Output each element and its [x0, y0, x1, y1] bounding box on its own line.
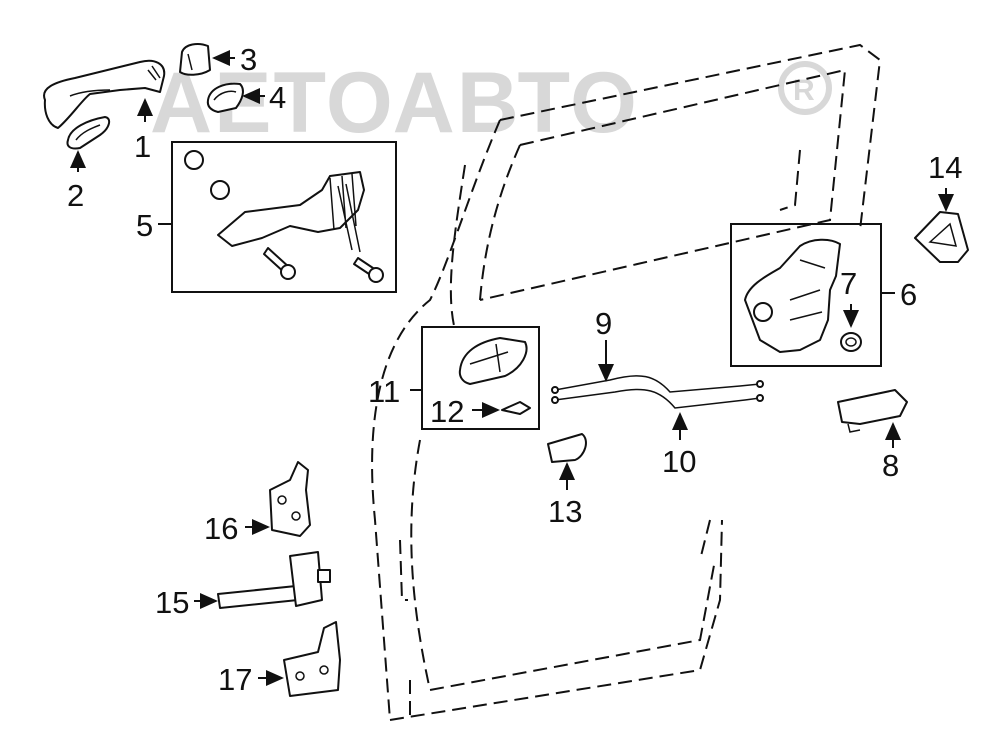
door-lock-part	[744, 238, 841, 353]
lock-cover-part	[837, 389, 908, 433]
callout-10: 10	[662, 444, 696, 479]
callout-13: 13	[548, 494, 582, 529]
leader-lines	[70, 50, 954, 686]
cable-assembly-part	[551, 375, 764, 409]
callout-7: 7	[840, 266, 857, 301]
callout-8: 8	[882, 448, 899, 483]
lower-hinge-part	[283, 621, 341, 697]
inside-handle-pad-part	[547, 433, 587, 463]
callout-2: 2	[67, 178, 84, 213]
outside-handle-part	[43, 59, 166, 129]
callout-17: 17	[218, 662, 252, 697]
lock-assembly-box	[730, 223, 882, 367]
callout-4: 4	[269, 80, 286, 115]
callout-labels: 1 2 3 4 5 6 7 8 9 10 11 12 13 14 15 16 1…	[67, 42, 962, 697]
callout-9: 9	[595, 306, 612, 341]
bezel-pad-part	[206, 82, 244, 113]
striker-part	[914, 211, 969, 263]
callout-1: 1	[134, 129, 151, 164]
upper-hinge-part	[269, 461, 311, 537]
inside-handle-box	[421, 326, 540, 430]
pin-part	[501, 401, 531, 415]
handle-pad-part	[66, 116, 111, 150]
handle-cap-part	[179, 43, 211, 76]
callout-15: 15	[155, 585, 189, 620]
inside-handle-part	[458, 337, 528, 385]
handle-frame-part	[184, 150, 384, 283]
callout-12: 12	[430, 394, 464, 429]
callout-11: 11	[368, 374, 400, 409]
callout-6: 6	[900, 277, 917, 312]
door-check-part	[217, 551, 331, 609]
callout-5: 5	[136, 208, 153, 243]
callout-14: 14	[928, 150, 962, 185]
callout-3: 3	[240, 42, 257, 77]
door-outline	[371, 43, 882, 721]
frame-assembly-box	[171, 141, 397, 293]
grommet-part	[840, 332, 862, 352]
callout-16: 16	[204, 511, 238, 546]
svg-text:R: R	[793, 74, 815, 107]
